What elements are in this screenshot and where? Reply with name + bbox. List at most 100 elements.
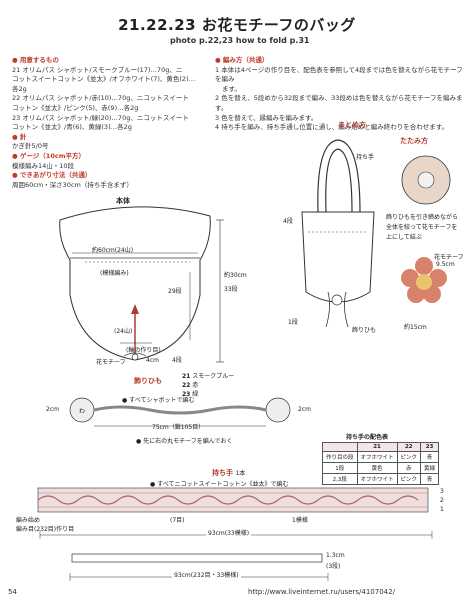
cord-c23: 23 緑 — [182, 391, 199, 398]
body-rows: 29段 — [168, 288, 182, 295]
page-title: 21.22.23 お花モチーフのバッグ — [118, 16, 356, 34]
table-cell: 青 — [420, 451, 440, 463]
handle-row1: 1 — [440, 506, 444, 513]
handle-width-rows: (3段) — [326, 563, 341, 570]
body-bottom-count: (24山) — [114, 328, 133, 335]
table-cell: オフホワイト — [356, 451, 398, 463]
handle-row3: 3 — [440, 488, 444, 495]
size-value: 周囲60cm・深さ30cm（持ち手含まず） — [12, 180, 133, 189]
finishing-drawstring: 飾りひも — [352, 327, 377, 334]
materials-line: 各2g — [12, 84, 27, 93]
handle-width: 1.3cm — [326, 552, 345, 559]
handle-row2: 2 — [440, 497, 444, 504]
materials-line: 23 オリムパス シャボット/緑(20)…70g、ニコットスイート — [12, 113, 189, 122]
table-header: 21 — [356, 442, 398, 452]
cord-end-right: 2cm — [298, 406, 311, 413]
table-cell: オフホワイト — [356, 473, 398, 485]
cord-note: ● すべてシャボットで編む — [122, 397, 195, 404]
materials-line: 22 オリムパス シャボット/赤(10)…70g、ニコットスイート — [12, 94, 189, 103]
materials-line: コットスイートコットン《並太》/オフホワイト(7)、黄色(2)… — [12, 75, 196, 84]
finishing-diagram — [301, 139, 375, 328]
table-header-row: 21 22 23 — [322, 442, 440, 452]
folded-bag-icon — [401, 155, 451, 205]
folded-width: 約15cm — [404, 324, 427, 331]
materials-line: コットン《並太》/青(6)、黄緑(3)…各2g — [12, 123, 132, 132]
method-step: 1 本体は4ページの作り目を、配色表を参照して4段までは色を替えながら花モチーフ… — [215, 65, 463, 84]
finishing-title: まとめ方 — [338, 121, 366, 129]
needle-heading: ● 針 — [12, 132, 27, 141]
materials-heading: ● 用意するもの — [12, 56, 59, 64]
handle-start-detail: 編み目(232目)作り目 — [16, 526, 75, 533]
table-row: 2,3段 オフホワイト ピンク 青 — [322, 473, 440, 485]
handle-length2: 93cm(232目・33模様) — [172, 570, 241, 579]
method-section: ● 編み方（共通） 1 本体は4ページの作り目を、配色表を参照して4段までは色を… — [215, 56, 467, 133]
cord-note2: ● 先に右の丸モチーフを編んでおく — [136, 438, 233, 445]
handle-color-table: 21 22 23 作り目の段 オフホワイト ピンク 青 1段 黄色 赤 黄緑 2… — [322, 442, 440, 485]
body-height: 約30cm — [224, 272, 247, 279]
cord-title: 飾りひも — [134, 377, 162, 385]
materials-line: 21 オリムパス シャボット/スモークブルー(17)…70g、ニ — [12, 65, 183, 74]
finishing-rows1: 1段 — [288, 319, 298, 326]
method-step: ます。 — [222, 84, 241, 93]
page-number: 54 — [8, 588, 17, 596]
table-cell: 黄緑 — [420, 462, 440, 474]
table-cell: 赤 — [396, 462, 422, 474]
finishing-rows4: 4段 — [283, 218, 293, 225]
cord-c22: 22 赤 — [182, 382, 199, 389]
cord-c21: 21 スモークブルー — [182, 373, 235, 380]
method-step: 4 持ち手を編み、持ち手通し位置に通し、編み始めと編み終わりを合わせます。 — [215, 123, 449, 132]
handle-title: 持ち手 1本 — [212, 469, 246, 477]
body-pattern: (模様編み) — [100, 270, 129, 277]
needle-value: かぎ針5/0号 — [12, 142, 49, 151]
table-header: 22 — [396, 442, 422, 452]
gauge-value: 模様編み14山・10段 — [12, 161, 75, 170]
color-table-title: 持ち手の配色表 — [346, 434, 389, 441]
table-header: 23 — [420, 442, 440, 452]
flower-motif-icon — [401, 257, 447, 303]
table-cell: 青 — [420, 473, 440, 485]
table-cell: 黄色 — [356, 462, 398, 474]
materials-line: コットン《並太》/ピンク(5)、赤(9)…各2g — [12, 103, 139, 112]
folding-caption: 全体を絞って花モチーフを — [386, 224, 458, 231]
folding-caption: 上にして結ぶ — [386, 234, 422, 241]
table-cell: ピンク — [396, 473, 422, 485]
table-row: 1段 黄色 赤 黄緑 — [322, 462, 440, 474]
folding-title: たたみ方 — [400, 137, 428, 145]
body-circumference: 約60cm(24山) — [92, 247, 134, 254]
table-cell: 2,3段 — [322, 473, 358, 485]
body-row4: 4段 — [172, 357, 182, 364]
gauge-heading: ● ゲージ（10cm平方） — [12, 151, 85, 160]
cord-ring: わ — [79, 408, 86, 415]
page-subtitle: photo p.22,23 how to fold p.31 — [170, 36, 310, 45]
materials-section: ● 用意するもの 21 オリムパス シャボット/スモークブルー(17)…70g、… — [12, 56, 212, 190]
size-heading: ● できあがり寸法（共通） — [12, 171, 92, 180]
table-row: 作り目の段 オフホワイト ピンク 青 — [322, 451, 440, 463]
body-height-rows: 33段 — [224, 286, 238, 293]
table-cell: ピンク — [396, 451, 422, 463]
finishing-handle: 持ち手 — [356, 154, 375, 161]
body-motif: 花モチーフ — [96, 359, 126, 366]
method-step: 3 色を替えて、縁編みを編みます。 — [215, 113, 318, 122]
method-step: 2 色を替え、5段めから32段まで編み、33段めは色を替えながら花モチーフを編み… — [215, 94, 463, 112]
handle-seven: (7目) — [170, 517, 185, 524]
cord-length: 75cm（鎖105目） — [152, 424, 205, 431]
handle-length1: 93cm(33模様) — [206, 528, 252, 537]
body-motif-size: 4cm — [146, 357, 159, 364]
body-title: 本体 — [116, 197, 130, 205]
table-cell: 作り目の段 — [322, 451, 358, 463]
table-header — [322, 442, 358, 452]
flower-size: 9.5cm — [436, 261, 455, 268]
handle-note: ● すべてニコットスイートコットン《並太》で編む — [150, 481, 289, 488]
handle-start: 編み始め — [16, 517, 41, 524]
method-heading: ● 編み方（共通） — [215, 56, 269, 64]
body-center: (輪の作り目) — [126, 347, 161, 354]
flower-label: 花モチーフ — [434, 254, 464, 261]
cord-diagram — [69, 397, 291, 427]
source-url: http://www.liveinternet.ru/users/4107042… — [248, 588, 395, 596]
cord-end-left: 2cm — [46, 406, 59, 413]
folding-caption: 飾りひもを引き締めながら — [386, 214, 459, 221]
handle-flat-diagram — [71, 553, 323, 563]
body-diagram — [59, 206, 224, 363]
table-cell: 1段 — [322, 462, 358, 474]
handle-one-pattern: 1模様 — [292, 517, 308, 524]
